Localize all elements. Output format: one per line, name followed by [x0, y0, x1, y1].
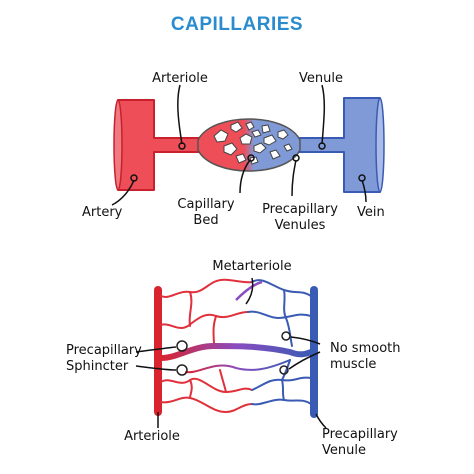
metarteriole-loop	[235, 280, 263, 301]
metarteriole-channel	[158, 342, 314, 361]
artery-vessel	[117, 99, 201, 191]
capillary-bed-gaps	[213, 121, 293, 165]
label-precapillary-sphincter-line2: Sphincter	[66, 359, 129, 374]
label-artery: Artery	[82, 205, 123, 220]
arterial-capillaries	[160, 278, 253, 414]
label-precapillary-venules-line2: Venules	[275, 218, 326, 233]
label-metarteriole: Metarteriole	[212, 259, 291, 274]
top-diagram: Arteriole Venule Artery Capillary Bed Pr…	[82, 71, 385, 233]
label-capillary-bed-line1: Capillary	[177, 197, 234, 212]
label-arteriole-bottom: Arteriole	[124, 429, 180, 444]
top-leader-lines	[111, 84, 367, 206]
label-no-smooth-muscle-line2: muscle	[330, 357, 376, 372]
label-vein: Vein	[357, 205, 385, 220]
bottom-leader-lines	[135, 277, 327, 429]
label-arteriole: Arteriole	[152, 71, 208, 86]
label-no-smooth-muscle-line1: No smooth	[330, 341, 401, 356]
vein-vessel	[297, 97, 381, 193]
label-precapillary-venule-line2: Venule	[322, 443, 366, 458]
venous-capillaries	[247, 279, 312, 406]
bottom-diagram: Metarteriole Precapillary Sphincter No s…	[66, 259, 401, 458]
page-title: CAPILLARIES	[170, 14, 304, 35]
label-capillary-bed-line2: Bed	[193, 213, 218, 228]
sphincter-rings	[176, 331, 291, 376]
label-venule: Venule	[299, 71, 343, 86]
label-precapillary-venule-line1: Precapillary	[322, 427, 398, 442]
label-precapillary-venules-line1: Precapillary	[262, 202, 338, 217]
label-precapillary-sphincter-line1: Precapillary	[66, 343, 142, 358]
